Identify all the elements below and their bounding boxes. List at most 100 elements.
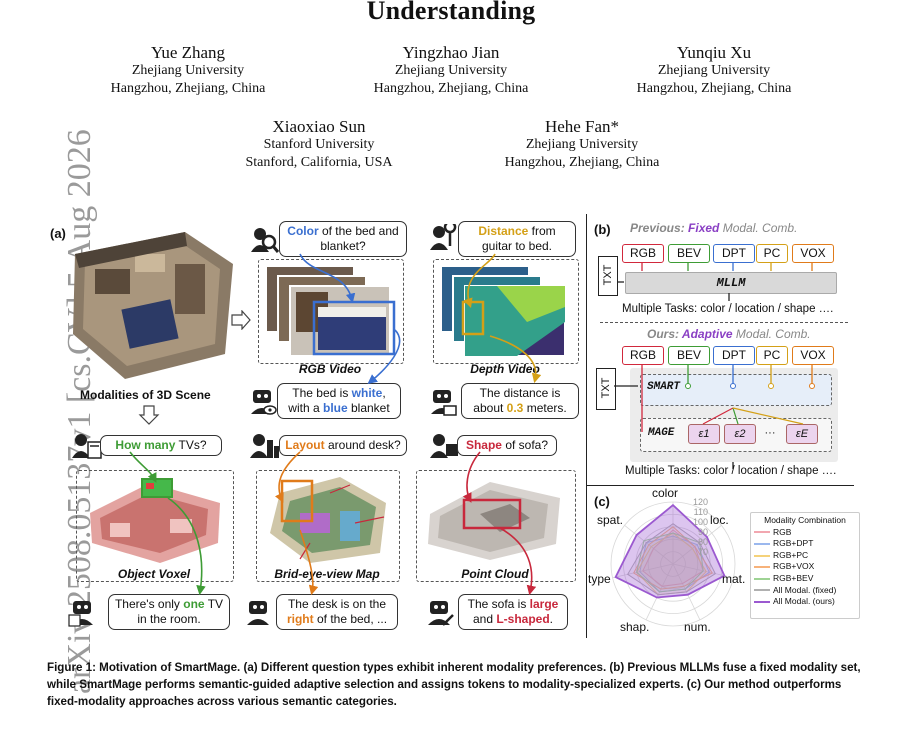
pc-answer-highlight: large (529, 597, 559, 611)
pc-answer-text: The sofa is (467, 597, 530, 611)
ours-title: Ours: Adaptive Modal. Comb. (647, 327, 811, 341)
depth-question-bubble: Distance from guitar to bed. (458, 221, 576, 257)
depth-answer-text: meters. (523, 401, 567, 415)
legend-label: RGB+BEV (773, 572, 814, 583)
pc-question-text: of sofa? (501, 438, 549, 452)
object-voxel-image (90, 478, 220, 563)
pc-answer-text: . (549, 612, 554, 626)
rgb-answer-text: The bed is (292, 386, 352, 400)
expert-2: ε2 (724, 424, 756, 444)
arrow-right-icon (231, 310, 251, 330)
author-name: Yunqiu Xu (676, 43, 752, 62)
legend-swatch (754, 566, 770, 569)
radar-series-4 (636, 532, 704, 593)
ours-title-c: Modal. Comb. (732, 327, 811, 341)
radar-tick: 70 (697, 547, 708, 557)
author-location: Hangzhou, Zhejiang, China (636, 81, 792, 96)
previous-title-c: Modal. Comb. (719, 221, 798, 235)
point-cloud-box (416, 470, 576, 582)
prev-arrows (618, 262, 813, 301)
voxel-question-bubble: How many TVs? (100, 435, 222, 456)
paper-title: Understanding (366, 0, 536, 25)
bev-answer-text: of the bed, ... (313, 612, 388, 626)
legend-label: All Modal. (ours) (773, 596, 835, 607)
depth-answer-highlight: 0.3 (506, 401, 524, 415)
rgb-video-caption: RGB Video (298, 362, 362, 376)
voxel-answer-highlight: one (183, 597, 205, 611)
rgb-answer-highlight: white (351, 386, 383, 400)
prev-tasks: Multiple Tasks: color / location / shape… (622, 303, 834, 315)
legend-swatch (754, 577, 770, 580)
radar-series-3 (633, 526, 714, 590)
search-user-icon (251, 228, 280, 253)
robot-eye-icon (251, 390, 277, 415)
robot-pen-icon (428, 601, 454, 626)
rgb-answer-text: blanket (347, 401, 390, 415)
bev-answer-text: The desk is on the (287, 597, 387, 611)
rgb-question-text: of the bed and blanket? (318, 224, 399, 253)
depth-answer-text: The distance is about (473, 386, 561, 415)
author-location: Stanford, California, USA (245, 155, 393, 170)
depth-question-highlight: Distance (478, 224, 529, 238)
ours-title-a: Ours: (647, 327, 682, 341)
legend-label: All Modal. (fixed) (773, 584, 837, 595)
pc-answer-text: and (472, 612, 497, 626)
point-cloud-image (428, 482, 560, 560)
smart-label: SMART (647, 381, 681, 393)
author-name: Yue Zhang (150, 43, 226, 62)
voxel-answer-bubble: There's only one TV in the room. (108, 594, 230, 630)
prev-mod-vox: VOX (792, 244, 834, 263)
user-box-icon (430, 434, 458, 458)
robot-map-icon (431, 390, 457, 416)
rgb-question-bubble: Color of the bed and blanket? (279, 221, 407, 257)
radar-tick: 90 (697, 527, 708, 537)
author-location: Hangzhou, Zhejiang, China (110, 81, 266, 96)
legend-label: RGB (773, 526, 792, 537)
radar-axis-spat: spat. (597, 513, 624, 527)
previous-title-a: Previous: (630, 221, 689, 235)
ours-mod-dpt: DPT (713, 346, 755, 365)
author-location: Hangzhou, Zhejiang, China (504, 155, 660, 170)
smart-block (640, 374, 832, 406)
ours-txt-box: TXT (596, 368, 616, 410)
rgb-video-frames (265, 265, 396, 357)
ours-mod-bev: BEV (668, 346, 710, 365)
voxel-question-highlight: How many (115, 438, 176, 452)
radar-axis-loc: loc. (710, 513, 729, 527)
legend-swatch (754, 531, 770, 534)
ours-title-b: Adaptive (681, 327, 733, 341)
bev-answer-highlight: right (286, 612, 314, 626)
prev-mod-rgb: RGB (622, 244, 664, 263)
expert-e: εE (786, 424, 818, 444)
radar-series-0 (642, 529, 704, 587)
vertical-separator (586, 214, 587, 638)
author-4: Xiaoxiao Sun Stanford University Stanfor… (169, 118, 469, 172)
pc-answer-highlight: L-shaped (496, 612, 550, 626)
depth-video-caption: Depth Video (470, 362, 540, 376)
legend-swatch (754, 589, 770, 592)
point-cloud-caption: Point Cloud (461, 567, 529, 581)
mllm-block: MLLM (625, 272, 837, 294)
bev-map-box (256, 470, 400, 582)
rgb-answer-bubble: The bed is white, with a blue blanket (277, 383, 401, 419)
author-affiliation: Zhejiang University (525, 137, 639, 152)
figure-caption: Figure 1: Motivation of SmartMage. (a) D… (47, 661, 861, 708)
panel-b-label: (b) (594, 222, 611, 237)
bev-question-highlight: Layout (285, 438, 325, 452)
author-5: Hehe Fan* Zhejiang University Hangzhou, … (432, 118, 732, 172)
rgb-answer-text: , with a (288, 386, 386, 415)
robot-run-icon (247, 601, 269, 625)
radar-tick: 80 (697, 537, 708, 547)
legend-swatch (754, 542, 770, 545)
ours-mod-pc: PC (756, 346, 788, 365)
legend-item: RGB (754, 527, 856, 539)
object-voxel-box (76, 470, 234, 582)
panel-c-label: (c) (594, 494, 610, 509)
legend-item: RGB+BEV (754, 573, 856, 585)
author-1: Yue Zhang Zhejiang University Hangzhou, … (38, 44, 338, 98)
expert-ellipsis: ··· (764, 427, 776, 439)
legend-label: RGB+PC (773, 549, 809, 560)
author-affiliation: Zhejiang University (394, 63, 508, 78)
rgb-video-box (258, 259, 404, 364)
